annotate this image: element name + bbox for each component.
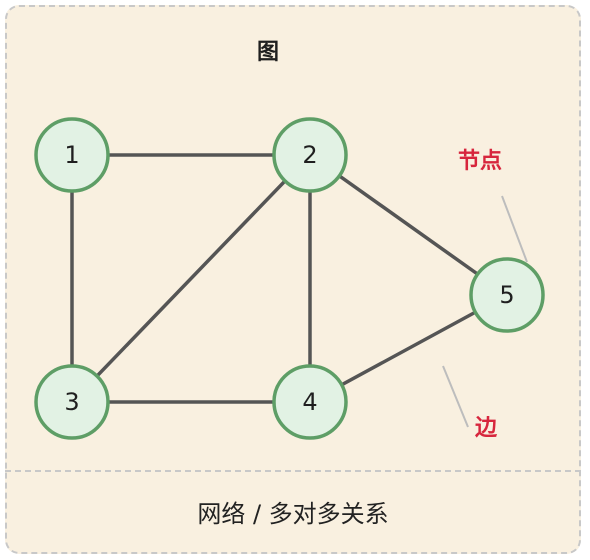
edge-2-5 xyxy=(308,153,509,297)
node-annotation-pointer xyxy=(501,195,528,263)
diagram-title: 图 xyxy=(256,40,279,65)
diagram-caption: 网络 / 多对多关系 xyxy=(197,500,389,528)
node-circle xyxy=(272,117,348,193)
node-4: 4 xyxy=(272,364,348,440)
edge-annotation-pointer xyxy=(442,365,469,428)
node-circle xyxy=(272,364,348,440)
node-label: 3 xyxy=(64,388,79,416)
node-circle xyxy=(34,117,110,193)
node-3: 3 xyxy=(34,364,110,440)
nodes-layer: 1 2 3 4 5 xyxy=(34,117,545,440)
node-circle xyxy=(34,364,110,440)
node-2: 2 xyxy=(272,117,348,193)
caption-divider xyxy=(5,470,581,472)
edge-annotation-label: 边 xyxy=(474,416,498,441)
node-label: 1 xyxy=(64,141,79,169)
node-label: 5 xyxy=(499,281,514,309)
node-1: 1 xyxy=(34,117,110,193)
node-5: 5 xyxy=(469,257,545,333)
node-label: 4 xyxy=(302,388,317,416)
node-circle xyxy=(469,257,545,333)
edges-layer xyxy=(70,153,509,404)
edge-2-3 xyxy=(70,153,312,404)
node-annotation-label: 节点 xyxy=(458,148,502,174)
pointers-layer xyxy=(442,195,528,428)
node-label: 2 xyxy=(302,141,317,169)
